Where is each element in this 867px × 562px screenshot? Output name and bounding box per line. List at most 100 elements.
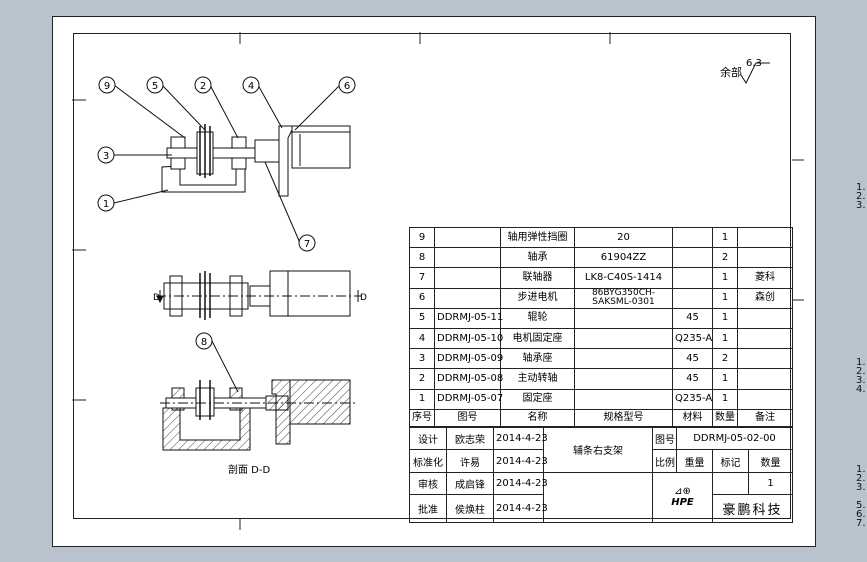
- bom-cell-qty: 1: [712, 368, 738, 390]
- balloon-group: 9 5 2 4 6 3 1 7 8: [97, 76, 356, 350]
- svg-text:4: 4: [248, 81, 254, 92]
- bom-cell-name: 辊轮: [500, 307, 575, 329]
- bom-header-name: 名称: [500, 408, 575, 427]
- scale-label: 比例: [652, 449, 677, 473]
- bom-cell-name: 主动转轴: [500, 368, 575, 390]
- roughness-note: 余部 6.3: [720, 58, 762, 80]
- bom-cell-seq: 7: [409, 267, 435, 289]
- review-date: 2014-4-23: [493, 471, 548, 496]
- bom-cell-code: [434, 226, 501, 249]
- bom-cell-code: DDRMJ-05-11: [434, 307, 503, 329]
- bom-cell-qty: 1: [712, 327, 738, 350]
- bom-header-seq: 序号: [409, 408, 435, 427]
- edge-mark: 1.: [856, 464, 866, 475]
- bom-cell-note: 森创: [737, 287, 793, 309]
- edge-mark: 3.: [856, 482, 866, 493]
- approve-label: 批准: [409, 494, 447, 523]
- edge-mark: 1.: [856, 182, 866, 193]
- bom-cell-name: 联轴器: [500, 267, 575, 289]
- svg-text:8: 8: [201, 337, 207, 348]
- part-name: 辅条右支架: [543, 427, 653, 473]
- bom-header-qty: 数量: [712, 408, 738, 427]
- logo-cell: ⊿⊕ HPE: [652, 471, 713, 524]
- balloon-7: 7: [298, 234, 316, 252]
- bom-cell-mat: Q235-A: [672, 388, 713, 410]
- reviewer: 成启锋: [446, 471, 494, 496]
- bom-cell-mat: [672, 267, 713, 289]
- edge-mark: 2.: [856, 366, 866, 377]
- bom-cell-note: [737, 368, 793, 390]
- edge-mark: 3.: [856, 375, 866, 386]
- bom-cell-seq: 3: [409, 348, 435, 370]
- balloon-6: 6: [338, 76, 356, 94]
- bom-cell-qty: 1: [712, 388, 738, 410]
- edge-mark: 3.: [856, 200, 866, 211]
- balloon-1: 1: [97, 194, 115, 212]
- std-date: 2014-4-23: [493, 449, 548, 473]
- bom-cell-qty: 2: [712, 348, 738, 370]
- svg-text:3: 3: [103, 151, 109, 162]
- bom-header-note: 备注: [737, 408, 793, 427]
- balloon-4: 4: [242, 76, 260, 94]
- bom-cell-note: [737, 247, 793, 269]
- edge-mark: 2.: [856, 191, 866, 202]
- projection-icon: ⊿⊕: [674, 486, 691, 498]
- balloon-5: 5: [146, 76, 164, 94]
- roughness-prefix: 余部: [720, 66, 742, 79]
- bom-cell-qty: 1: [712, 307, 738, 329]
- bom-cell-qty: 2: [712, 247, 738, 269]
- balloon-leaders: [113, 84, 341, 393]
- roughness-symbol: [740, 62, 770, 85]
- bom-cell-spec: [574, 307, 673, 329]
- roughness-value: 6.3: [746, 58, 762, 69]
- bom-cell-name: 轴用弹性挡圈: [500, 226, 575, 249]
- bom-cell-spec: 61904ZZ: [574, 247, 673, 269]
- svg-text:1: 1: [103, 199, 109, 210]
- bom-cell-qty: 1: [712, 226, 738, 249]
- bom-cell-spec: [574, 368, 673, 390]
- bom-cell-seq: 5: [409, 307, 435, 329]
- title-block: 设计 欧志荣 2014-4-23 辅条右支架 图号 DDRMJ-05-02-00…: [409, 426, 794, 524]
- bom-cell-mat: Q235-A: [672, 327, 713, 350]
- bom-cell-seq: 2: [409, 368, 435, 390]
- top-view: [156, 270, 362, 320]
- bom-cell-mat: [672, 247, 713, 269]
- company-name: 豪鹏科技: [711, 494, 794, 523]
- bom-cell-seq: 8: [409, 247, 435, 269]
- bom-cell-name: 电机固定座: [500, 327, 575, 350]
- svg-text:7: 7: [304, 239, 310, 250]
- bom-cell-code: DDRMJ-05-08: [434, 368, 503, 390]
- bom-header-row: 序号 图号 名称 规格型号 材料 数量 备注: [409, 408, 793, 427]
- bom-cell-spec: LK8-C40S-1414: [574, 267, 673, 289]
- qty-value: 1: [747, 471, 794, 496]
- mark-label: 标记: [712, 449, 749, 473]
- bom-cell-mat: 45: [672, 307, 713, 329]
- bom-cell-note: [737, 226, 793, 249]
- edge-mark: 7.: [856, 518, 866, 529]
- balloon-3: 3: [97, 146, 115, 164]
- edge-mark: 1.: [856, 357, 866, 368]
- weight-label: 重量: [676, 449, 713, 473]
- bom-cell-spec: [574, 348, 673, 370]
- bom-cell-mat: 45: [672, 348, 713, 370]
- svg-text:9: 9: [104, 81, 110, 92]
- bom-cell-mat: [672, 226, 713, 249]
- bom-cell-code: DDRMJ-05-10: [434, 327, 503, 350]
- section-view: [160, 379, 356, 451]
- bom-header-mat: 材料: [672, 408, 713, 427]
- bom-cell-spec: [574, 388, 673, 410]
- section-label: 剖面 D-D: [228, 465, 271, 476]
- bom-cell-qty: 1: [712, 267, 738, 289]
- bom-cell-code: DDRMJ-05-09: [434, 348, 503, 370]
- edge-mark: 6.: [856, 509, 866, 520]
- bom-cell-name: 轴承座: [500, 348, 575, 370]
- balloon-2: 2: [194, 76, 212, 94]
- bom-cell-code: DDRMJ-05-07: [434, 388, 503, 410]
- bom-header-spec: 规格型号: [574, 408, 673, 427]
